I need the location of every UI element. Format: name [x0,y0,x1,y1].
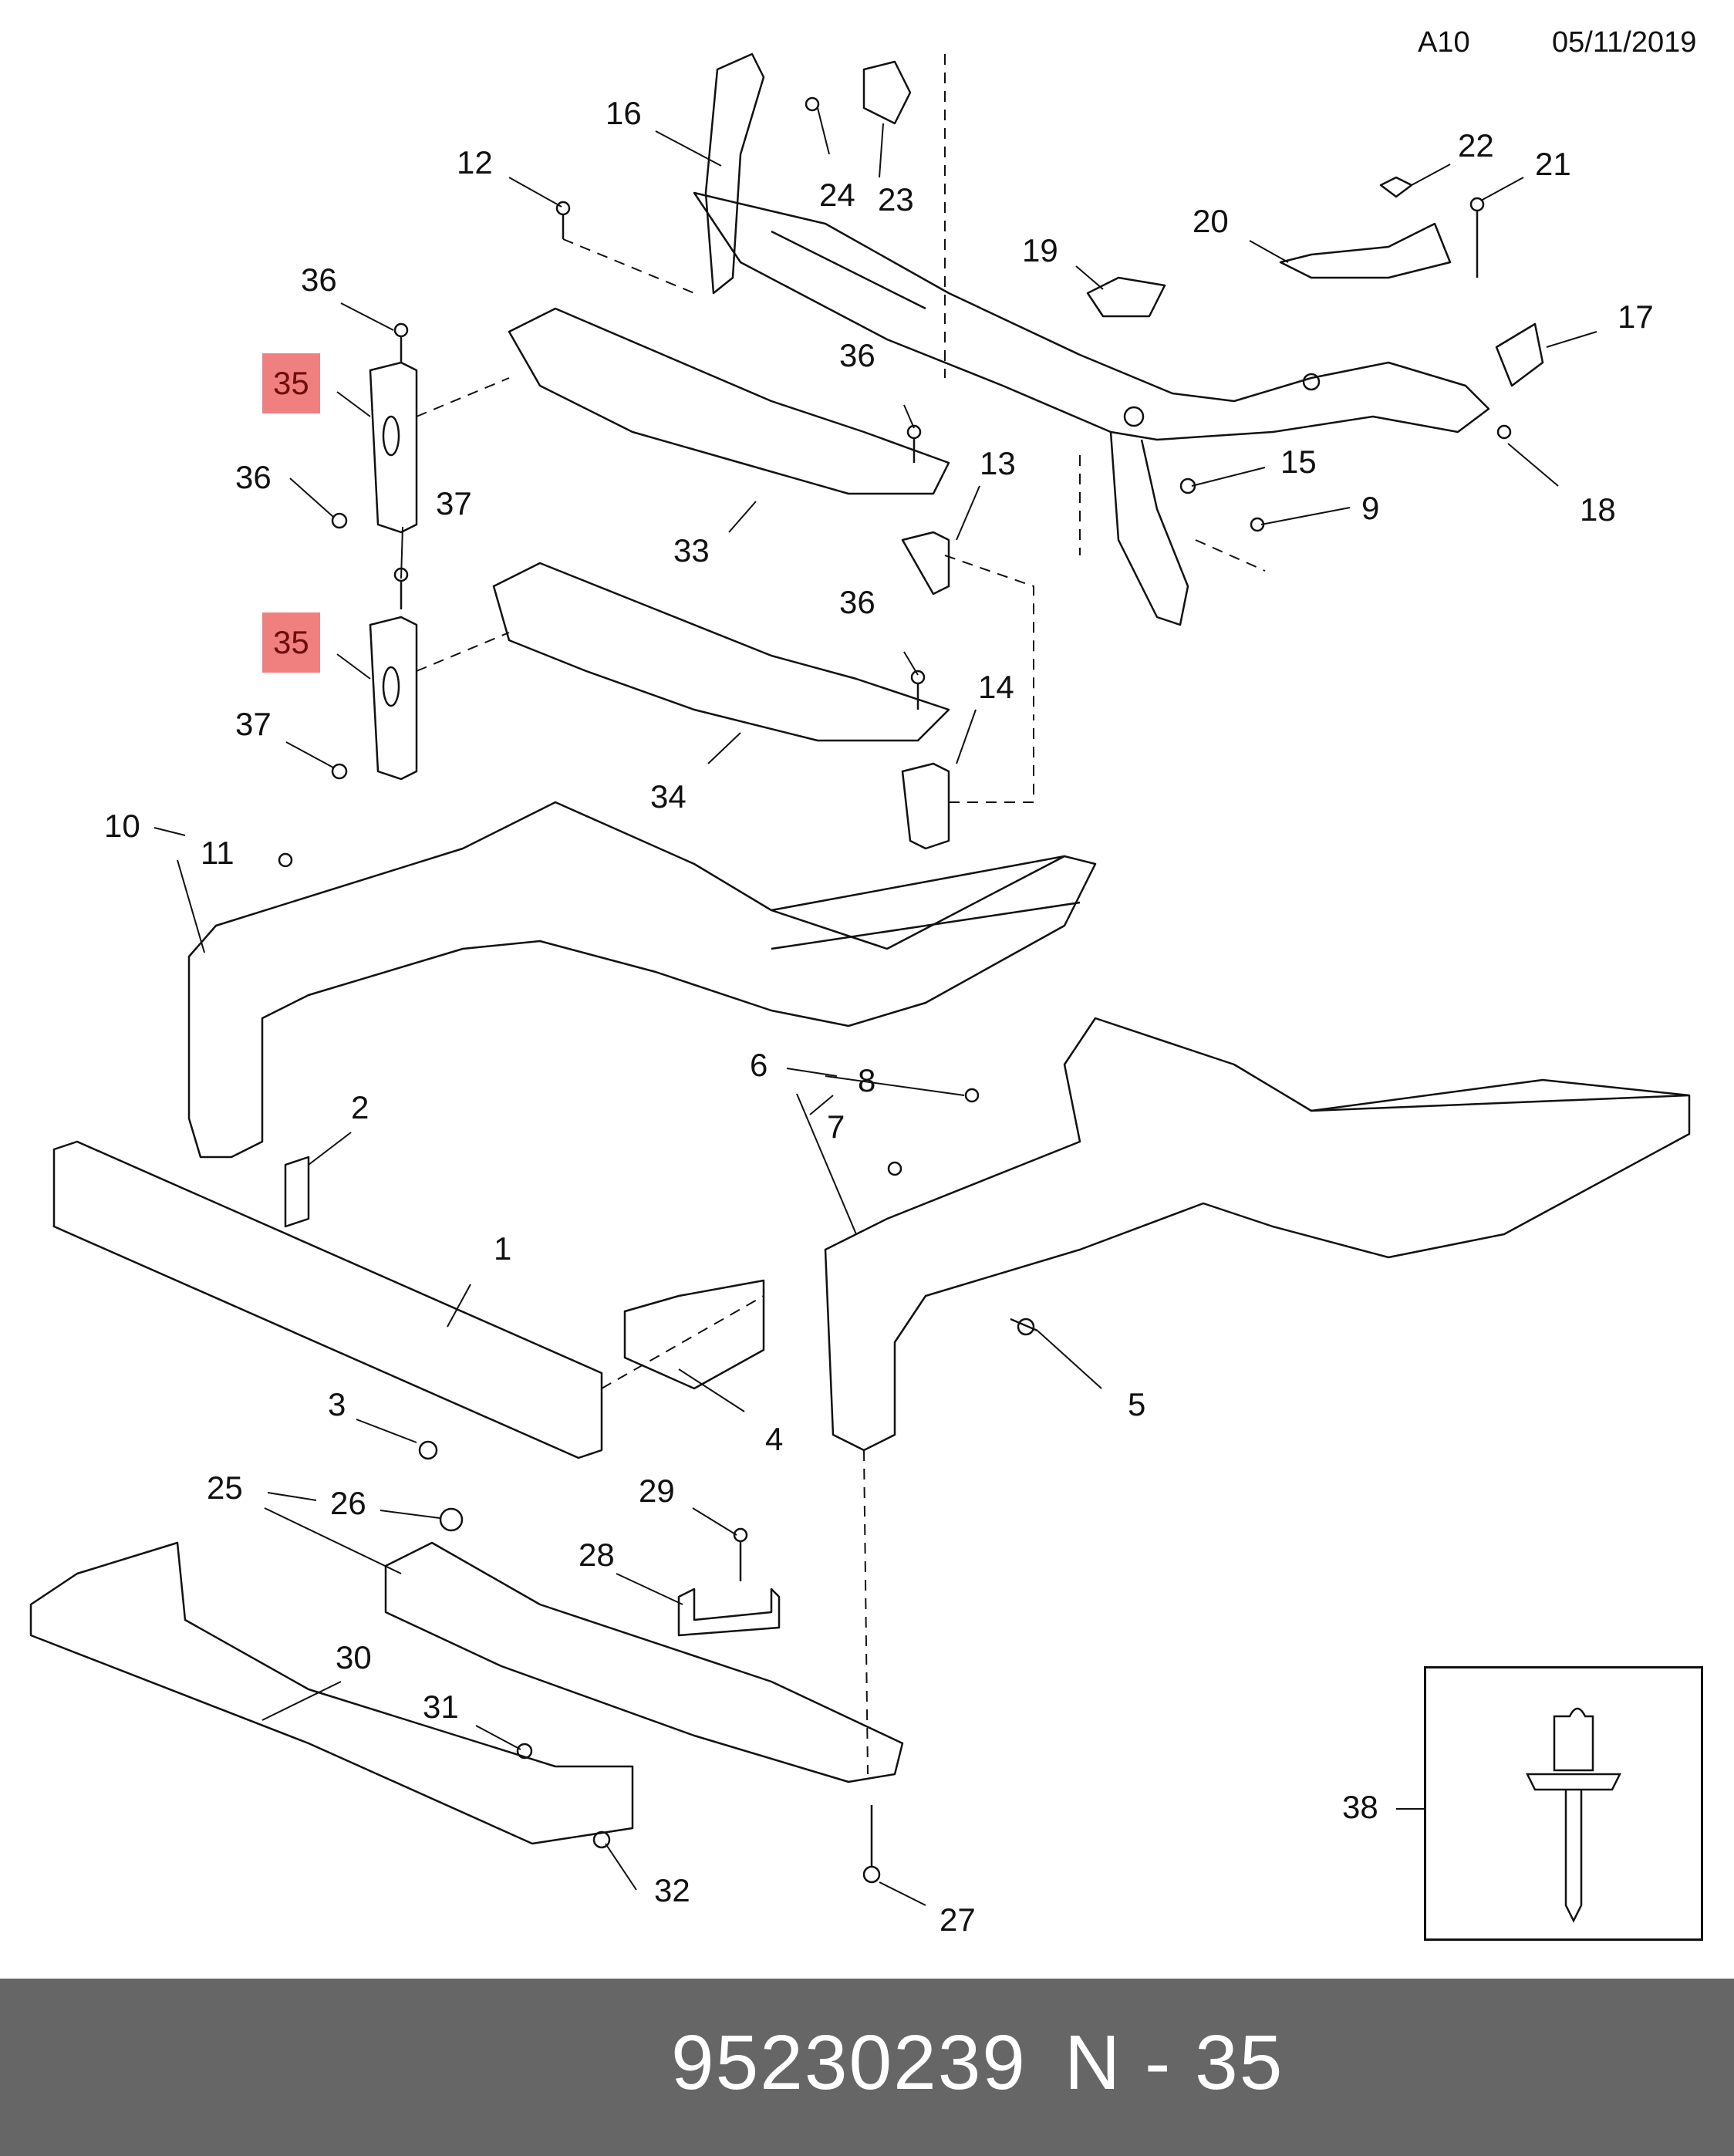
exploded-parts-diagram [29,52,1691,1923]
left-frame-rail-part [187,801,1097,1159]
callout-22[interactable]: 22 [1458,127,1494,164]
callout-10[interactable]: 10 [104,808,140,844]
callout-33[interactable]: 33 [673,532,710,569]
callout-34[interactable]: 34 [650,778,687,815]
bracket-part-28 [677,1587,781,1637]
callout-31[interactable]: 31 [423,1689,459,1725]
callout-25[interactable]: 25 [207,1469,243,1506]
bracket-part-17 [1495,322,1544,387]
callout-29[interactable]: 29 [639,1473,675,1509]
callout-9[interactable]: 9 [1361,490,1380,526]
rivet-inset-box [1424,1666,1703,1941]
lower-crossmember-part [384,1541,904,1783]
bracket-part-20 [1279,222,1452,279]
callout-7[interactable]: 7 [827,1108,845,1145]
bracket-part-2 [284,1156,310,1228]
callout-30[interactable]: 30 [336,1639,372,1675]
callout-23[interactable]: 23 [878,181,914,218]
callout-28[interactable]: 28 [579,1537,615,1573]
air-deflector-lower [492,562,950,742]
callout-12[interactable]: 12 [457,144,493,181]
callout-27[interactable]: 27 [940,1901,976,1938]
callout-24[interactable]: 24 [819,177,855,213]
rivet-part-38 [1525,1707,1622,1923]
callout-3[interactable]: 3 [328,1386,346,1422]
diagram-code: A10 [1418,26,1470,59]
callout-36-a[interactable]: 36 [301,261,337,298]
callout-14[interactable]: 14 [978,669,1014,705]
callout-4[interactable]: 4 [765,1421,784,1457]
callout-16[interactable]: 16 [606,95,642,131]
callout-36-b[interactable]: 36 [235,459,272,495]
callout-35-lower[interactable]: 35 [262,612,320,673]
callout-18[interactable]: 18 [1580,491,1616,528]
callout-37-b[interactable]: 37 [235,706,272,742]
callout-21[interactable]: 21 [1535,146,1571,182]
upper-tie-bar-part [693,52,1490,626]
callout-38[interactable]: 38 [1342,1789,1378,1825]
callout-26[interactable]: 26 [330,1485,366,1521]
callout-36-d[interactable]: 36 [839,584,875,620]
callout-8[interactable]: 8 [858,1062,876,1098]
bracket-part-35-lower [369,616,418,781]
callout-35-upper[interactable]: 35 [262,353,320,413]
bracket-part-13 [901,531,950,596]
air-deflector-upper [508,307,950,495]
callout-1[interactable]: 1 [494,1230,512,1267]
bracket-part-23 [862,60,912,125]
bracket-part-4 [623,1279,765,1390]
callout-17[interactable]: 17 [1618,299,1654,335]
right-frame-rail-part [824,1017,1691,1452]
fasteners [278,60,1544,1884]
diagram-date: 05/11/2019 [1552,26,1697,59]
lower-bumper-bar-part [29,1541,634,1845]
bumper-beam-part [52,1140,603,1459]
diagram-reference: N - 35 [1064,2019,1284,2106]
callout-19[interactable]: 19 [1022,232,1058,268]
footer-bar: 95230239 N - 35 [0,1979,1734,2156]
part-number: 95230239 [671,2019,1027,2106]
callout-15[interactable]: 15 [1280,444,1317,480]
callout-11[interactable]: 11 [201,835,234,871]
callout-32[interactable]: 32 [654,1872,690,1908]
callout-6[interactable]: 6 [750,1047,768,1083]
bracket-part-35-upper [369,361,418,534]
callout-20[interactable]: 20 [1193,203,1229,239]
callout-36-c[interactable]: 36 [839,337,875,373]
callout-37-a[interactable]: 37 [436,485,472,521]
bracket-part-19 [1086,276,1166,318]
callout-5[interactable]: 5 [1128,1386,1146,1422]
clip-part-22 [1379,176,1413,198]
callout-13[interactable]: 13 [980,445,1016,481]
bracket-part-14 [901,762,950,850]
callout-2[interactable]: 2 [351,1089,369,1125]
